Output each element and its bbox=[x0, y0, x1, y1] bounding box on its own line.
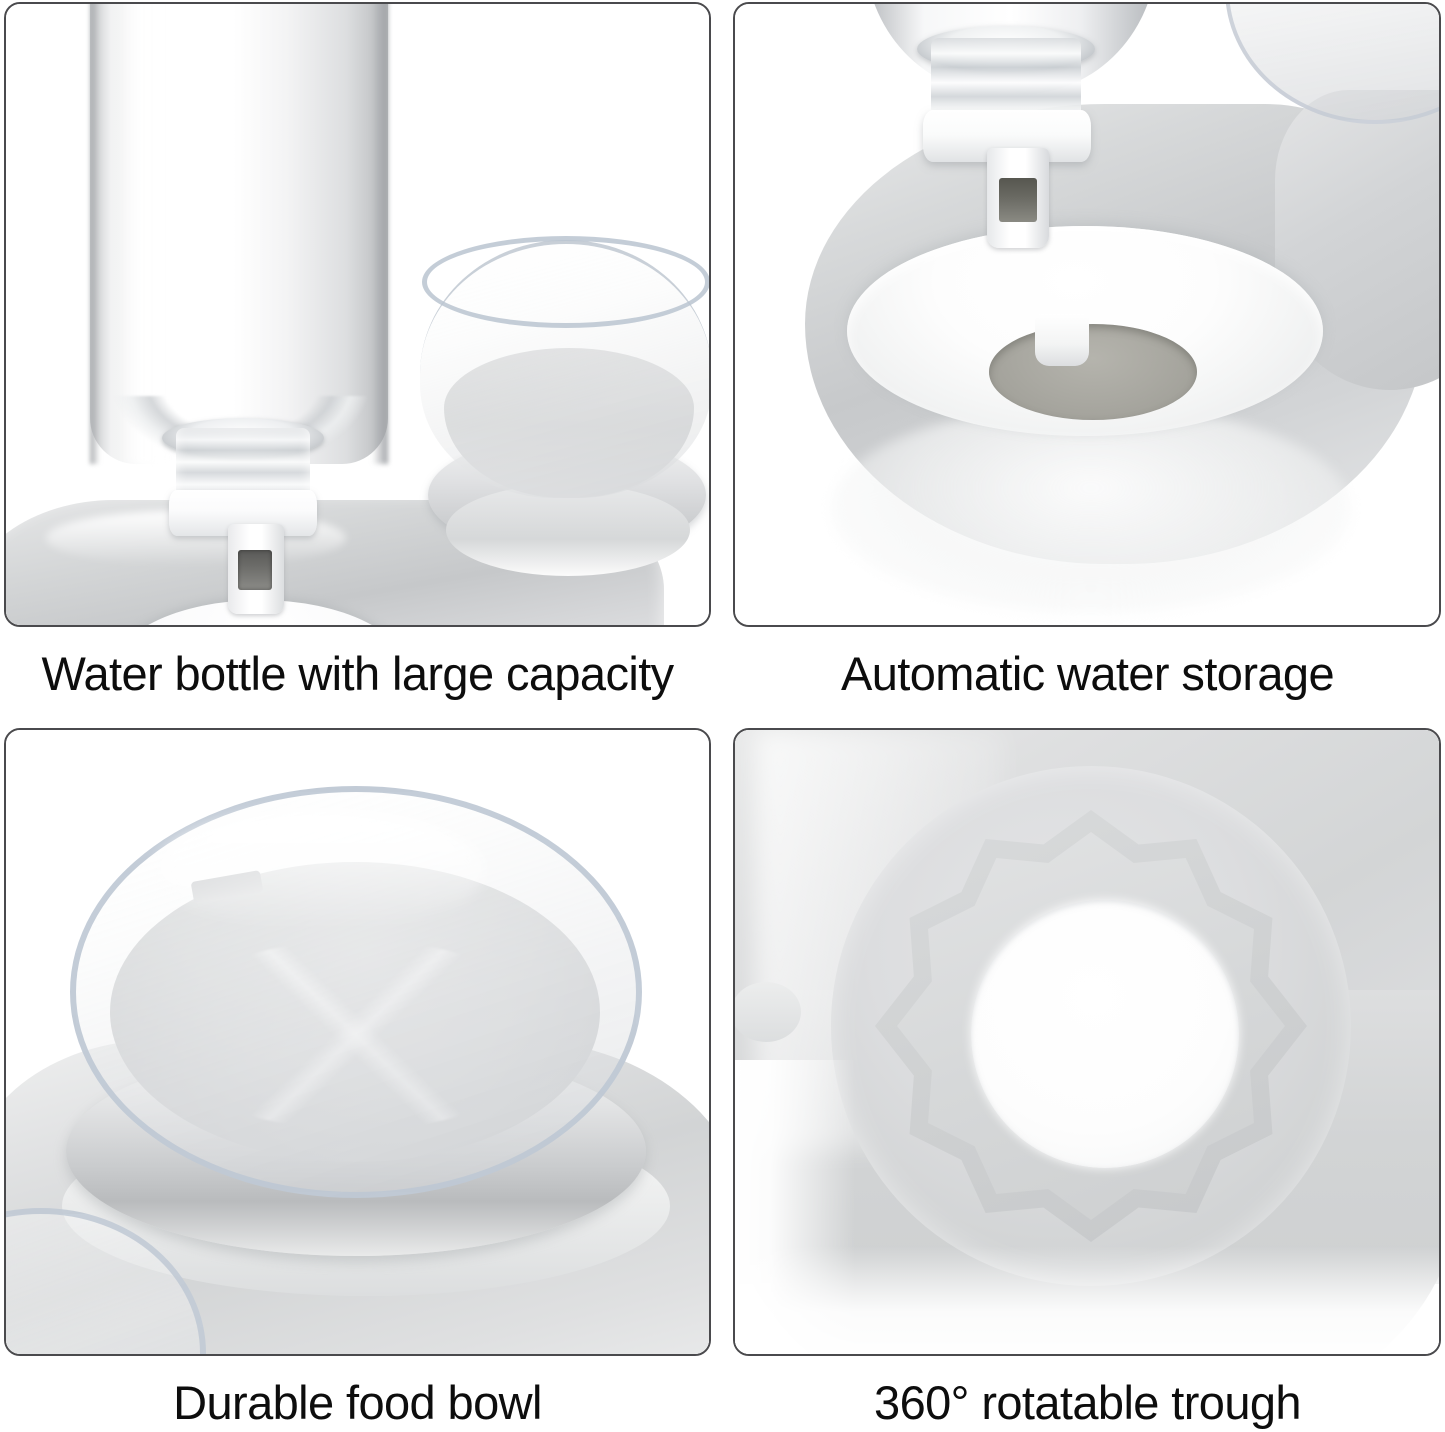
product-photo-rotatable-trough bbox=[735, 730, 1439, 1354]
panel-food-bowl bbox=[4, 728, 711, 1356]
product-photo-food-bowl bbox=[6, 730, 709, 1354]
feature-cell-food-bowl bbox=[4, 728, 711, 1356]
bottle-left-edge bbox=[90, 4, 100, 464]
product-photo-water-storage bbox=[735, 4, 1439, 625]
dome-bowl bbox=[420, 236, 709, 576]
product-photo-water-bottle bbox=[6, 4, 709, 625]
panel-rotatable-trough bbox=[733, 728, 1441, 1356]
bottle-right-edge bbox=[372, 4, 388, 464]
bottle-highlight bbox=[118, 4, 170, 464]
caption-food-bowl: Durable food bowl bbox=[173, 1376, 542, 1429]
valve-window bbox=[999, 178, 1037, 222]
panel-water-storage bbox=[733, 2, 1441, 627]
bowl-gloss-highlight bbox=[156, 810, 486, 930]
feature-cell-water-bottle bbox=[4, 2, 711, 627]
caption-rotatable-trough: 360° rotatable trough bbox=[874, 1376, 1302, 1429]
feature-cell-rotatable-trough bbox=[733, 728, 1441, 1356]
trough-opening bbox=[971, 900, 1239, 1168]
panel-water-bottle bbox=[4, 2, 711, 627]
valve-window bbox=[238, 550, 272, 590]
drain-tab bbox=[1035, 314, 1089, 366]
caption-water-bottle: Water bottle with large capacity bbox=[41, 647, 674, 700]
drain-opening bbox=[989, 324, 1197, 420]
feature-cell-water-storage bbox=[733, 2, 1441, 627]
bottle-neck-threads bbox=[931, 38, 1081, 124]
body-highlight bbox=[831, 404, 1351, 614]
caption-water-storage: Automatic water storage bbox=[841, 647, 1335, 700]
bottom-edge-fade bbox=[735, 1246, 1439, 1354]
bottle-neck-threads bbox=[176, 428, 310, 502]
bowl-foot bbox=[446, 484, 690, 576]
bowl-top-rim bbox=[422, 236, 709, 328]
side-nub bbox=[735, 982, 801, 1042]
water-bottle-body bbox=[90, 4, 388, 464]
